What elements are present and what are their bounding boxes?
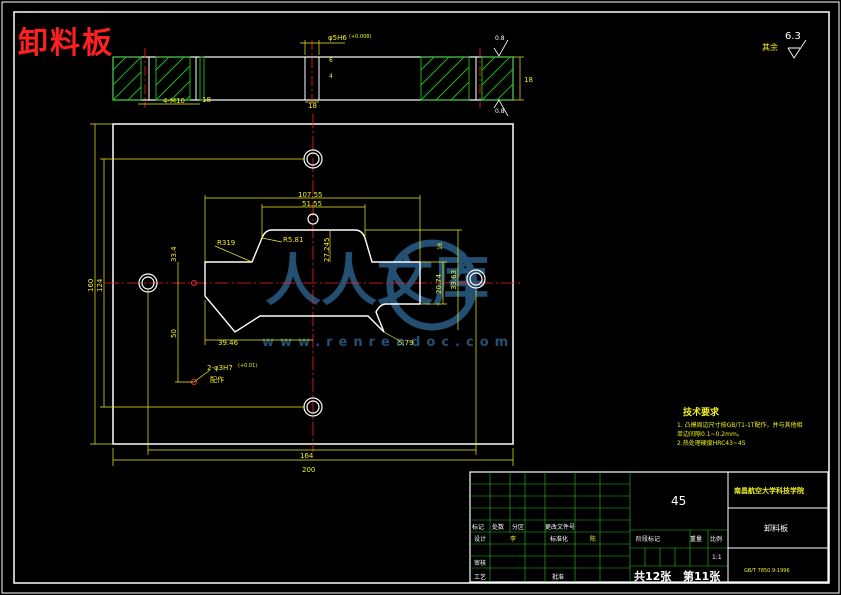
roughness-top-value: 0.8: [495, 35, 505, 42]
watermark-url: www.renrendoc.com: [262, 335, 514, 350]
thread-label: 4-M10: [163, 97, 185, 105]
roughness-bottom-value: 0.8: [495, 108, 505, 115]
pin-hole-label: 2-φ3H7: [207, 364, 233, 372]
section-outline: [112, 56, 514, 101]
watermark-text: 人人文库: [265, 249, 489, 314]
dim-opening-width: 107.55: [298, 191, 323, 199]
v1-dim: 6: [329, 57, 333, 64]
thread-depth: 18: [202, 96, 211, 104]
roughness-bottom-icon: [493, 99, 509, 117]
dim-left-lower: 50: [170, 329, 178, 338]
pin-hole-note: 配作: [210, 375, 224, 384]
section-hatch: [112, 56, 514, 101]
role-process: 工艺: [474, 573, 486, 581]
roughness-general-value: 6.3: [785, 31, 801, 42]
role-approve: 批准: [552, 573, 564, 581]
plan-view: 107.55 51.55 R319 R5.81 27.245 20.74 16 …: [87, 114, 520, 474]
general-roughness: 其余 6.3: [762, 31, 807, 59]
standard-code: GB/T 7850.9-1996: [744, 568, 790, 574]
screw-hole-right: [466, 269, 486, 289]
pin-dim: 18: [308, 102, 317, 110]
tech-requirements: 技术要求 1. 凸模周边尺寸按GB/T1-1T配作，并与其他相 单边间隙0.1~…: [677, 406, 803, 447]
sheet-current: 第11张: [683, 569, 721, 583]
section-view: φ5H6 (+0.008) 4-M10 18 18 18 6 4 0.8 0.8: [112, 34, 533, 117]
pin-hole-center: [307, 213, 319, 225]
die-opening: [204, 229, 421, 333]
role-review: 审核: [474, 559, 486, 567]
tech-item-2: 单边间隙0.1~0.2mm。: [677, 430, 743, 438]
signer-mark: 李: [510, 535, 516, 543]
header-count: 处数: [492, 523, 504, 531]
dim-overall-width: 200: [302, 466, 315, 474]
dim-bottom-left: 39.46: [218, 339, 239, 347]
header-mark: 标记: [472, 523, 484, 531]
stage-mark: 阶段标记: [636, 535, 660, 543]
hole-fit-label: φ5H6: [328, 34, 347, 42]
header-zone: 分区: [512, 523, 524, 531]
role-standardize: 标准化: [550, 535, 568, 543]
header-change: 更改文件号: [545, 523, 575, 531]
scale-value: 1:1: [712, 554, 722, 561]
dim-right-height: 20.74: [435, 273, 443, 294]
tech-heading: 技术要求: [683, 406, 720, 418]
dim-neck-width: 51.55: [302, 200, 322, 208]
std-mark: 陈: [590, 535, 596, 543]
tech-item-3: 2.热处理硬度HRC43~45: [677, 439, 746, 447]
screw-hole-left: [138, 273, 158, 293]
dim-hole-span-y: 124: [96, 278, 104, 292]
inner-frame: [13, 11, 830, 584]
dim-right-step: 16: [437, 242, 444, 250]
role-design: 设计: [474, 535, 486, 543]
school-name: 南昌航空大学科技学院: [734, 486, 804, 495]
sheets-total: 共12张: [634, 569, 672, 583]
part-name: 卸料板: [764, 523, 788, 533]
title-block: 45 南昌航空大学科技学院 卸料板 GB/T 7850.9-1996 1:1 共…: [469, 471, 829, 583]
dim-r-inner: R5.81: [283, 236, 303, 244]
dim-hole-span-x: 164: [300, 452, 314, 460]
material-value: 45: [671, 494, 686, 508]
dim-neck-depth: 27.245: [323, 238, 331, 263]
pin-hole-left: [191, 280, 197, 286]
hole-fit-tolerance: (+0.008): [349, 34, 371, 40]
v2-dim: 4: [329, 73, 333, 80]
roughness-top-icon: [493, 39, 509, 57]
roughness-general-label: 其余: [762, 42, 778, 52]
dim-overall-height: 160: [87, 279, 95, 292]
dim-r-outer: R319: [217, 239, 235, 247]
drawing-title: 卸料板: [18, 26, 114, 61]
roughness-general-icon: [787, 39, 807, 59]
dim-bottom-right: 5.79: [398, 339, 414, 347]
stage-scale: 比例: [710, 535, 722, 543]
dim-right-total: 33.63: [450, 270, 458, 290]
dim-left-upper: 33.4: [170, 246, 178, 262]
stage-weight: 重量: [690, 535, 702, 543]
tech-item-1: 1. 凸模周边尺寸按GB/T1-1T配作，并与其他相: [677, 421, 803, 429]
thickness-dim: 18: [524, 76, 533, 84]
pin-hole-tolerance: (+0.01): [238, 363, 257, 369]
